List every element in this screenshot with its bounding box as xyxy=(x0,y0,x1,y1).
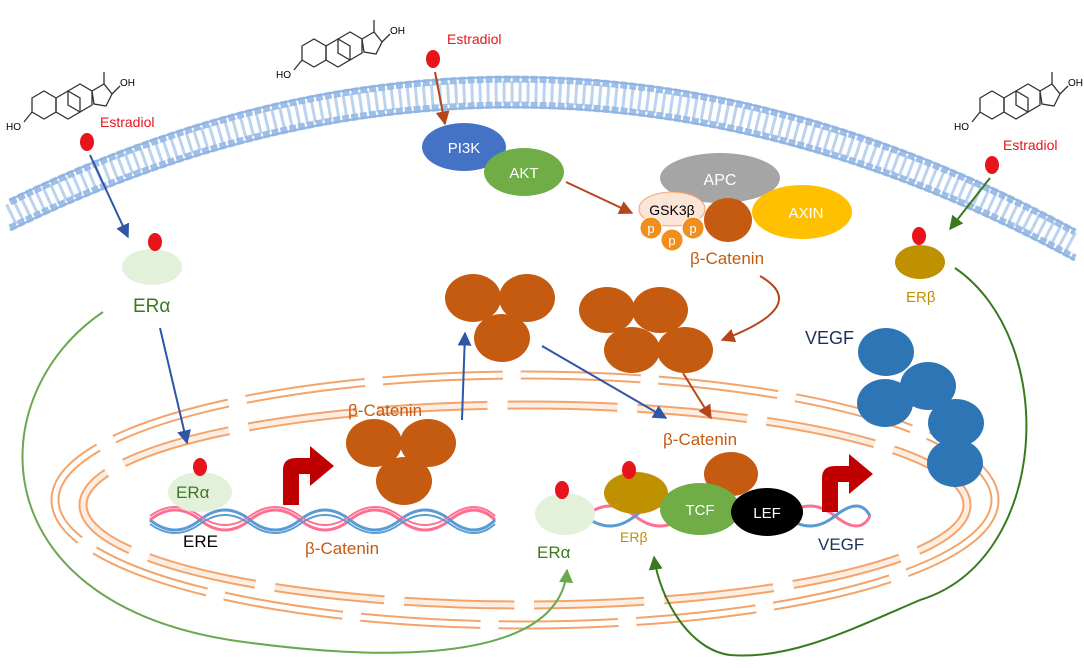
era-nucleus-estradiol xyxy=(555,481,569,499)
oh-label: OH xyxy=(120,78,135,89)
era-on-dna xyxy=(168,472,232,512)
cell-membrane xyxy=(5,75,1081,262)
era-nucleus xyxy=(535,493,595,535)
estradiol-structure-left: OH HO xyxy=(6,72,135,133)
ho-label: HO xyxy=(954,122,969,133)
estradiol-dot-left xyxy=(80,133,94,151)
pi3k-label: PI3K xyxy=(448,140,481,157)
catenin-gene-label: β-Catenin xyxy=(305,539,379,558)
catenin-cluster-cytoplasm-left xyxy=(445,274,555,362)
apc-protein xyxy=(660,153,780,203)
oh-label: OH xyxy=(390,26,405,37)
estradiol-structure-center: OH HO xyxy=(276,20,405,81)
catenin-complex-label: β-Catenin xyxy=(690,249,764,268)
estradiol-structure-right: OH HO xyxy=(954,72,1083,133)
arrow-estradiol-to-erb xyxy=(949,177,991,231)
axin-label: AXIN xyxy=(788,205,823,222)
gsk3b-label: GSK3β xyxy=(649,202,694,218)
catenin-in-complex xyxy=(704,198,752,242)
axin-protein xyxy=(752,185,852,239)
tcf-protein xyxy=(660,483,740,535)
era-dna-estradiol xyxy=(193,458,207,476)
arrow-estradiol-to-pi3k xyxy=(434,71,450,126)
era-dna-label: ERα xyxy=(176,483,210,502)
akt-label: AKT xyxy=(509,165,538,182)
estradiol-label-right: Estradiol xyxy=(1003,137,1057,153)
vegf-protein-cluster xyxy=(857,328,984,487)
estradiol-label-left: Estradiol xyxy=(100,114,154,130)
estradiol-label-center: Estradiol xyxy=(447,31,501,47)
apc-label: APC xyxy=(704,172,737,189)
vegf-protein-label: VEGF xyxy=(805,328,854,348)
phospho-group-1 xyxy=(639,216,663,240)
erb-bound-estradiol xyxy=(912,227,926,245)
transcription-arrow-catenin xyxy=(283,446,334,505)
catenin-expressed-label: β-Catenin xyxy=(348,401,422,420)
catenin-cluster-expressed xyxy=(346,419,456,505)
arrow-catenin-to-nucleus xyxy=(682,372,712,420)
catenin-nuclear-label: β-Catenin xyxy=(663,430,737,449)
dna-strand-left xyxy=(149,506,497,534)
nucleus-envelope xyxy=(50,370,1000,630)
phospho-group-3 xyxy=(681,216,705,240)
akt-protein xyxy=(484,148,564,196)
arrow-catenin-translocation xyxy=(541,345,668,419)
vegf-gene-label: VEGF xyxy=(818,535,864,554)
arrow-estradiol-to-era xyxy=(89,154,130,239)
catenin-cluster-cytoplasm-right xyxy=(579,287,713,373)
ere-label: ERE xyxy=(183,532,218,551)
ho-label: HO xyxy=(276,70,291,81)
estradiol-dot-right xyxy=(985,156,999,174)
phospho-group-2 xyxy=(660,228,684,252)
estradiol-dot-center xyxy=(426,50,440,68)
erb-nucleus-label: ERβ xyxy=(620,529,648,545)
tcf-label: TCF xyxy=(685,502,714,519)
phospho-label: p xyxy=(689,221,696,236)
lef-label: LEF xyxy=(753,505,781,522)
arrow-era-to-nucleus-loop xyxy=(21,311,574,654)
erb-cytoplasm-label: ERβ xyxy=(906,289,936,306)
transcription-arrow-vegf xyxy=(822,454,873,512)
arrow-catenin-export xyxy=(457,331,472,421)
arrow-erb-to-nucleus-loop xyxy=(648,267,1028,657)
pi3k-protein xyxy=(422,123,506,171)
era-receptor-cytoplasm xyxy=(122,249,182,285)
ho-label: HO xyxy=(6,122,21,133)
oh-label: OH xyxy=(1068,78,1083,89)
era-cytoplasm-label: ERα xyxy=(133,296,170,317)
arrow-era-to-nucleus xyxy=(159,327,191,445)
era-nucleus-label: ERα xyxy=(537,543,571,562)
erb-dna-estradiol xyxy=(622,461,636,479)
arrow-complex-to-catenin xyxy=(720,275,780,343)
phospho-label: p xyxy=(647,221,654,236)
catenin-nuclear xyxy=(704,452,758,496)
lef-protein xyxy=(731,488,803,536)
phospho-label: p xyxy=(668,233,675,248)
arrow-akt-to-gsk3b xyxy=(565,181,634,214)
era-bound-estradiol xyxy=(148,233,162,251)
erb-on-dna xyxy=(604,472,668,514)
erb-receptor-cytoplasm xyxy=(895,245,945,279)
